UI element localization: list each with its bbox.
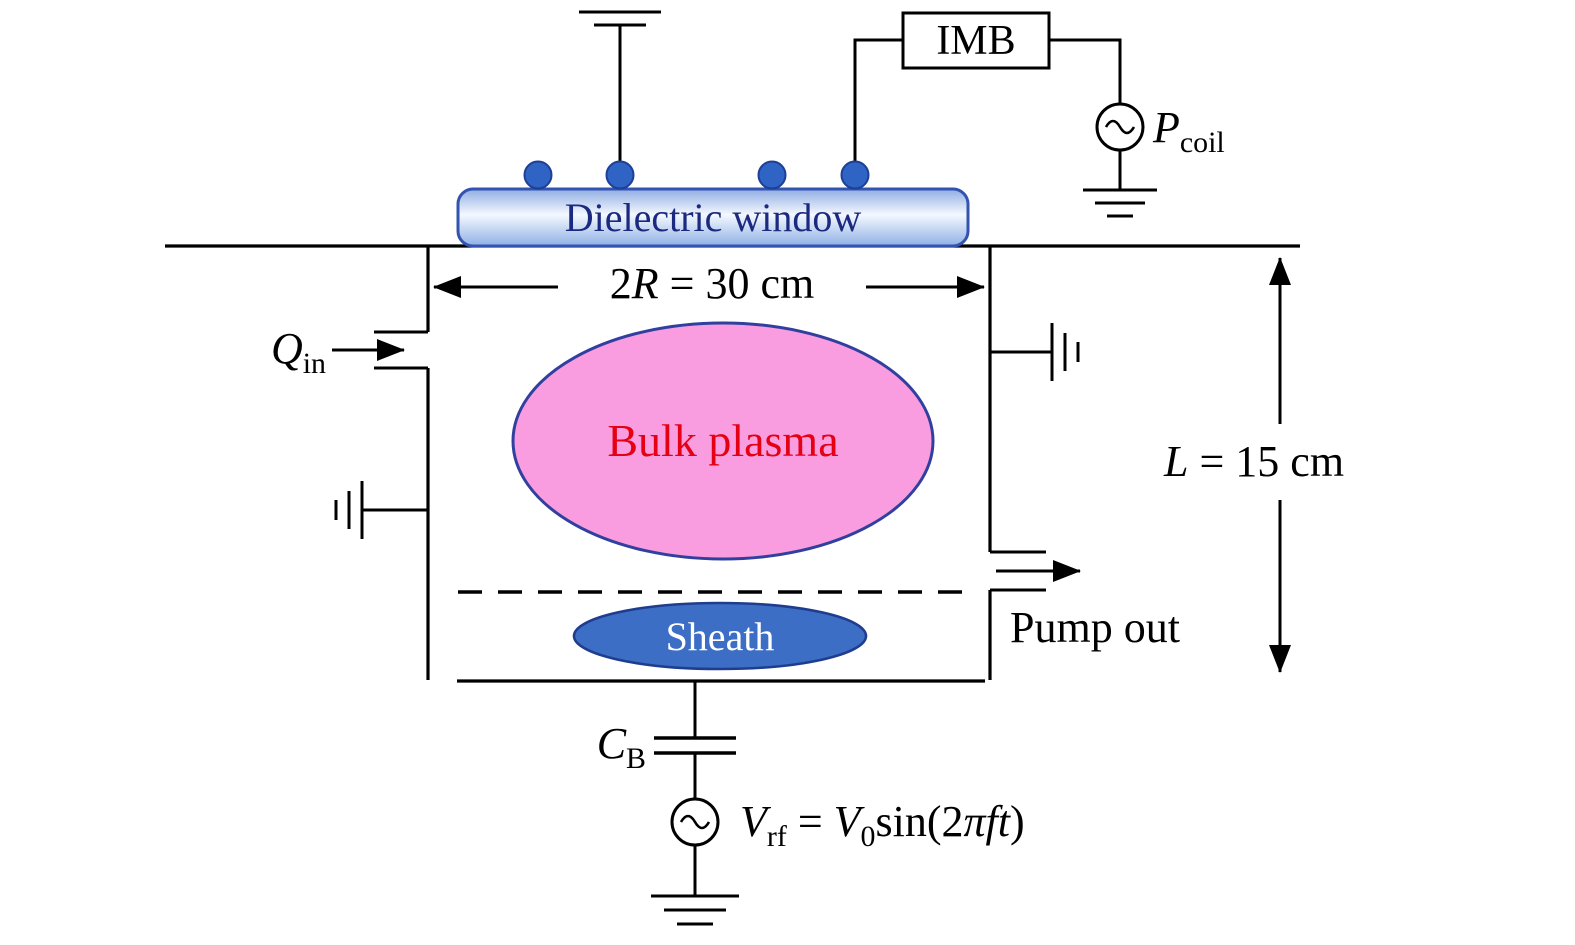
coil-dot-3 <box>757 160 787 190</box>
width-dim-prefix: 2 <box>609 259 632 308</box>
dielectric-window-rect <box>456 187 970 248</box>
height-dimension-label: L = 15 cm <box>1164 440 1344 484</box>
rf-label-sub1: rf <box>766 819 787 853</box>
imb-box <box>901 11 1051 70</box>
ground-symbol-right <box>990 323 1080 381</box>
ground-symbol-left <box>334 481 428 539</box>
blocking-capacitor-label: CB <box>596 719 646 774</box>
width-dim-value: = 30 cm <box>658 259 815 308</box>
gas-inlet-label-sub: in <box>302 346 326 380</box>
width-dim-var: R <box>631 259 659 308</box>
dielectric-window-label: Dielectric window <box>564 195 862 240</box>
rf-label-close: ) <box>1009 797 1025 846</box>
coil-dot-1 <box>523 160 553 190</box>
width-dimension-label: 2R = 30 cm <box>610 262 814 306</box>
sheath-ellipse <box>572 601 868 671</box>
pcoil-label-sub: coil <box>1179 125 1225 159</box>
rf-label-pift: πft <box>963 797 1010 846</box>
bulk-plasma-label: Bulk plasma <box>607 415 839 466</box>
gas-inlet-label-var: Q <box>270 324 303 373</box>
ground-symbol-pcoil <box>1083 188 1157 218</box>
bulk-plasma-ellipse <box>511 321 935 561</box>
height-dim-var: L <box>1164 437 1189 486</box>
pcoil-label-var: P <box>1153 103 1180 152</box>
height-dim-value: = 15 cm <box>1188 437 1345 486</box>
pump-out-label: Pump out <box>1010 603 1180 652</box>
rf-sine-icon <box>679 814 711 830</box>
imb-wire-out <box>1049 38 1122 104</box>
rf-label-v2: V <box>833 797 861 846</box>
imb-label: IMB <box>936 18 1016 64</box>
capacitor-label-sub: B <box>626 741 646 775</box>
rf-label-v1: V <box>740 797 767 846</box>
capacitor-label-var: C <box>596 719 627 768</box>
gas-inlet-label: Qin <box>270 324 326 379</box>
rf-voltage-label: Vrf = V0sin(2πft) <box>740 797 1025 852</box>
ground-symbol-bottom <box>651 894 739 926</box>
ground-symbol-top <box>579 10 661 170</box>
coil-dot-2 <box>605 160 635 190</box>
pcoil-label: Pcoil <box>1153 103 1225 158</box>
pcoil-sine-icon <box>1104 119 1136 135</box>
rf-label-sub2: 0 <box>860 819 876 853</box>
rf-label-eq: = <box>786 797 834 846</box>
rf-label-sin: sin(2 <box>875 797 964 846</box>
coil-dot-4 <box>840 160 870 190</box>
imb-wire-in <box>853 38 903 170</box>
sheath-label: Sheath <box>665 614 775 659</box>
